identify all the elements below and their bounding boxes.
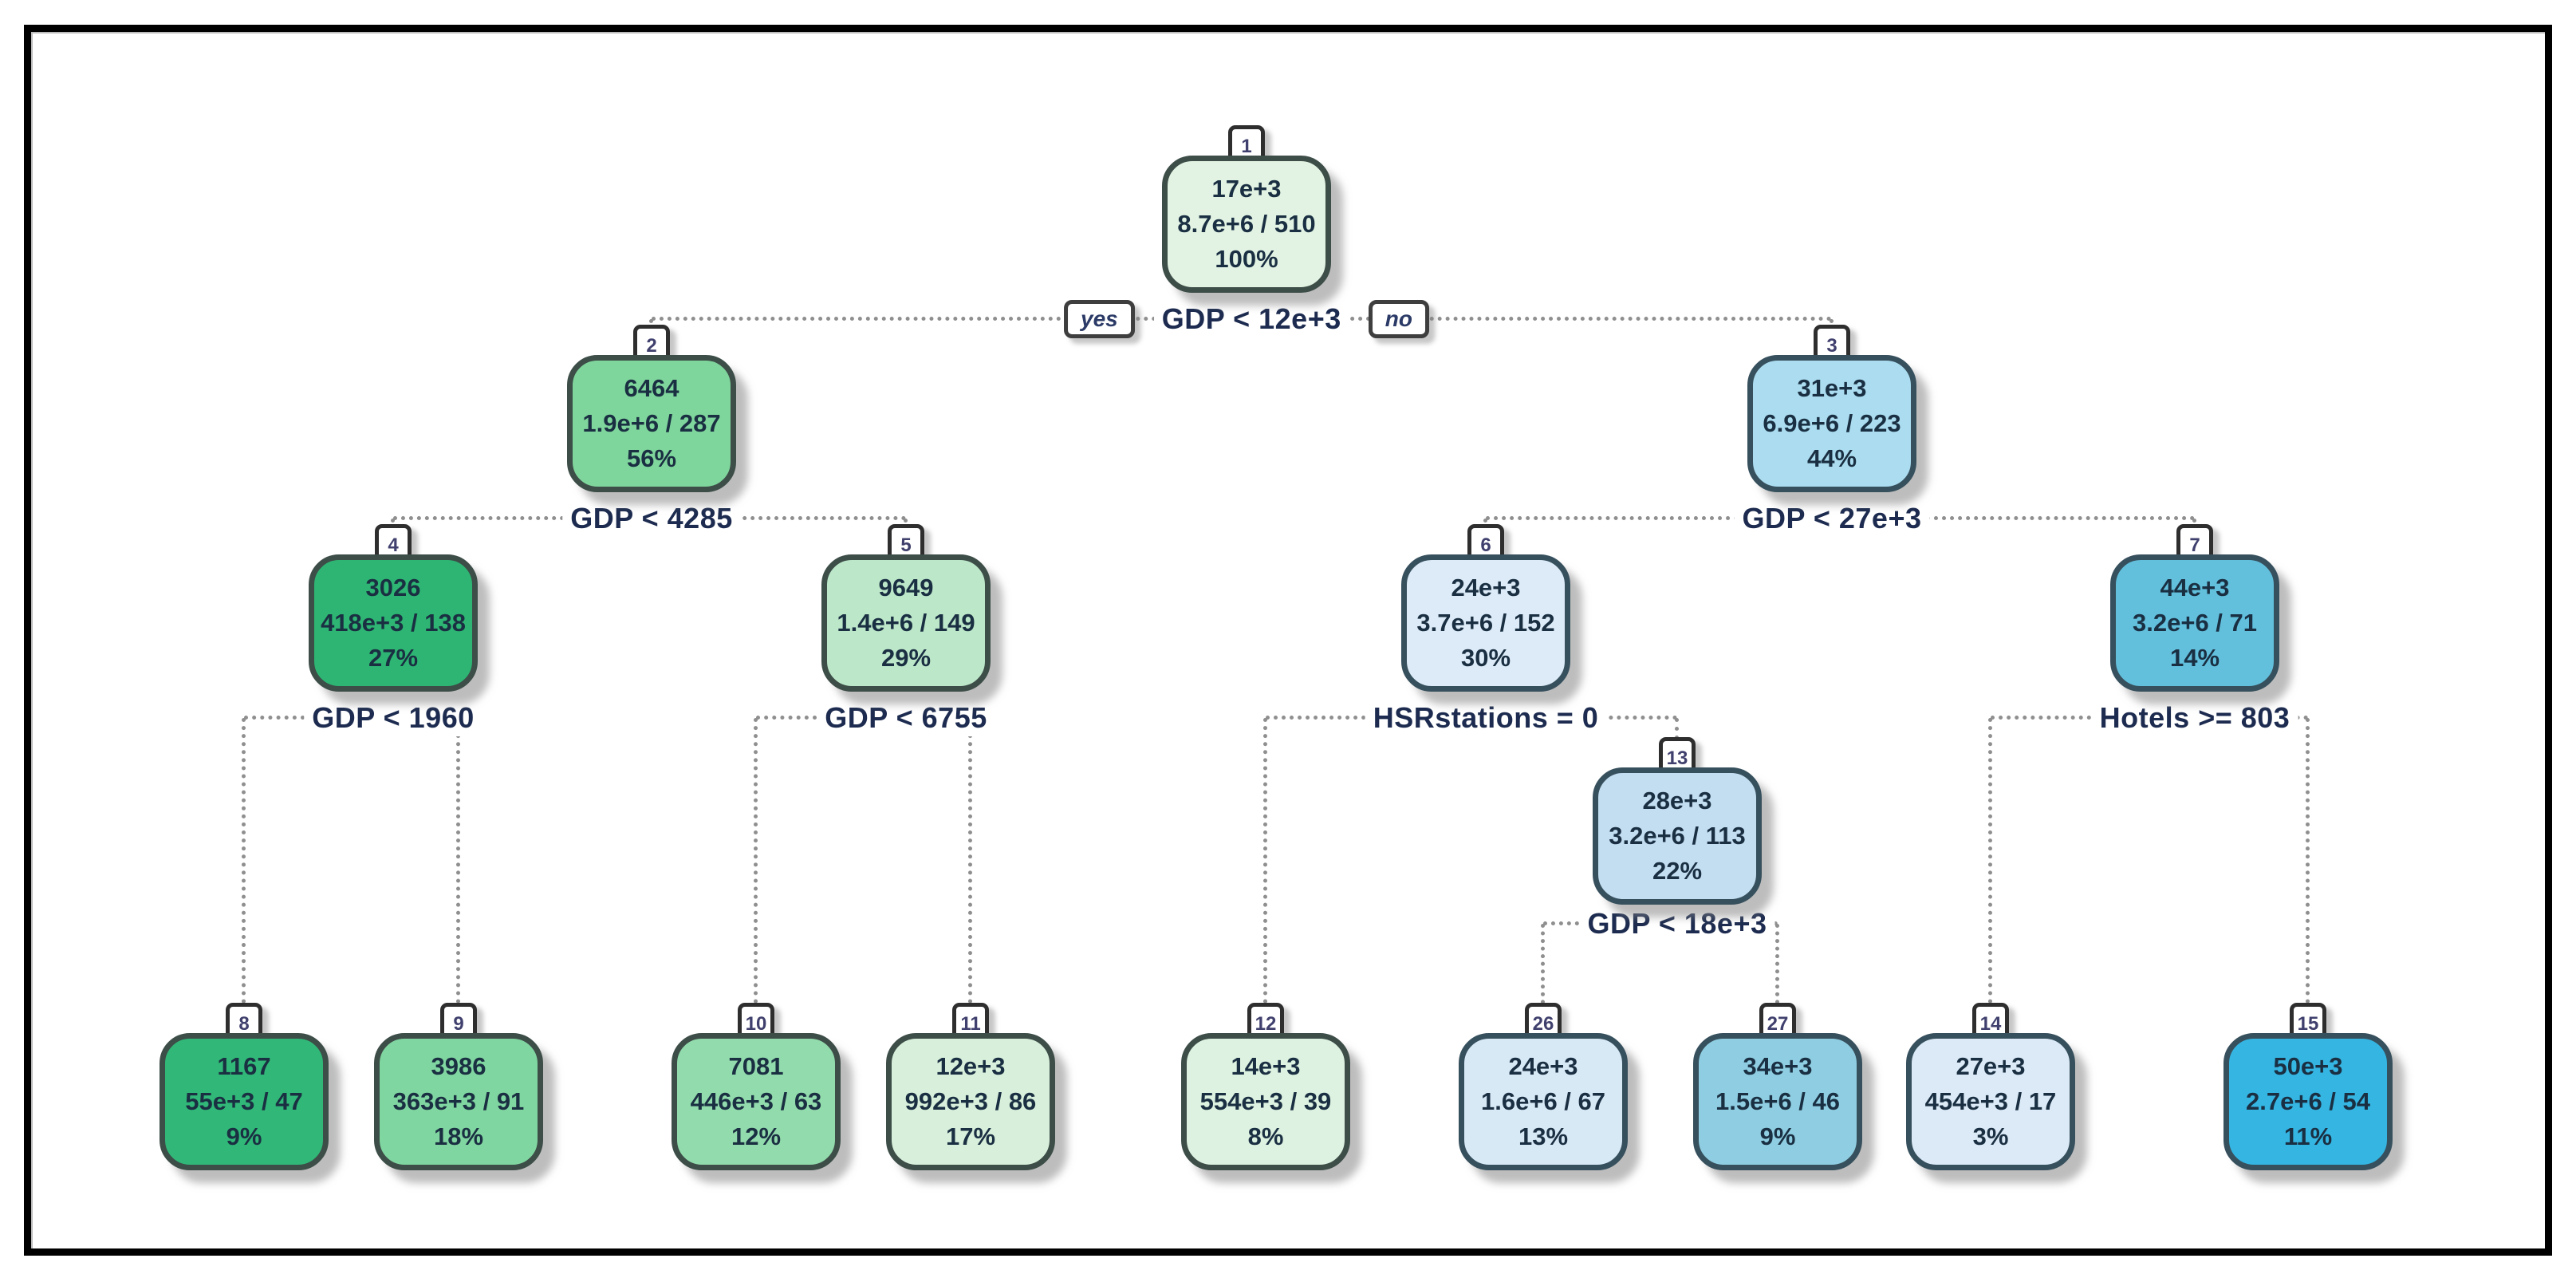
branch-line-vertical [754,718,758,1012]
node-deviance-count: 1.6e+6 / 67 [1481,1087,1605,1115]
branch-line-vertical [1263,718,1267,1012]
node-fitted-value: 14e+3 [1231,1051,1301,1080]
node-fitted-value: 1167 [217,1051,271,1080]
split-rule: Hotels >= 803 [2091,700,2298,736]
node-deviance-count: 2.7e+6 / 54 [2246,1087,2370,1115]
node-percentage: 13% [1518,1122,1569,1150]
tree-node: 9649 1.4e+6 / 149 29% [821,554,991,692]
node-deviance-count: 3.2e+6 / 113 [1609,821,1746,850]
node-percentage: 100% [1215,245,1278,273]
node-deviance-count: 3.7e+6 / 152 [1416,608,1555,637]
branch-line-vertical [242,718,246,1012]
node-fitted-value: 3026 [365,573,421,602]
split-condition-label: GDP < 27e+3 [1734,500,1930,537]
node-percentage: 18% [433,1122,484,1150]
split-rule: GDP < 6755 [817,700,995,736]
yes-branch-badge: yes [1064,300,1135,338]
branch-line-vertical [1775,924,1779,1012]
node-fitted-value: 24e+3 [1451,573,1521,602]
node-deviance-count: 446e+3 / 63 [690,1087,822,1115]
split-rule: GDP < 1960 [304,700,483,736]
node-fitted-value: 3986 [431,1051,486,1080]
tree-node: 28e+3 3.2e+6 / 113 22% [1593,767,1762,905]
node-fitted-value: 6464 [624,373,679,402]
tree-node: 27e+3 454e+3 / 17 3% [1906,1033,2075,1170]
tree-node: 34e+3 1.5e+6 / 46 9% [1693,1033,1862,1170]
tree-node: 6464 1.9e+6 / 287 56% [567,355,736,492]
branch-line-vertical [1988,718,1992,1012]
split-condition-label: GDP < 4285 [562,500,741,537]
split-rule: GDP < 27e+3 [1734,500,1930,537]
branch-line-vertical [2306,718,2310,1012]
node-fitted-value: 7081 [728,1051,784,1080]
node-fitted-value: 31e+3 [1797,373,1867,402]
tree-node: 50e+3 2.7e+6 / 54 11% [2223,1033,2393,1170]
node-deviance-count: 1.5e+6 / 46 [1715,1087,1840,1115]
node-deviance-count: 363e+3 / 91 [392,1087,525,1115]
split-condition-label: HSRstations = 0 [1365,700,1607,736]
node-percentage: 3% [1972,1122,2009,1150]
branch-line-vertical [968,718,972,1012]
split-condition-label: Hotels >= 803 [2091,700,2298,736]
node-percentage: 29% [880,644,932,672]
node-percentage: 11% [2283,1122,2333,1150]
tree-node: 7081 446e+3 / 63 12% [672,1033,841,1170]
node-percentage: 9% [226,1122,262,1150]
tree-node: 24e+3 1.6e+6 / 67 13% [1459,1033,1628,1170]
node-percentage: 9% [1759,1122,1796,1150]
plot-frame [24,25,2552,1256]
branch-line-vertical [456,718,460,1012]
node-percentage: 27% [368,644,419,672]
tree-node: 3026 418e+3 / 138 27% [309,554,478,692]
node-percentage: 8% [1247,1122,1284,1150]
node-deviance-count: 992e+3 / 86 [904,1087,1037,1115]
node-fitted-value: 44e+3 [2160,573,2230,602]
no-branch-badge: no [1368,300,1429,338]
node-fitted-value: 28e+3 [1642,786,1712,815]
node-fitted-value: 27e+3 [1956,1051,2026,1080]
node-fitted-value: 12e+3 [935,1051,1006,1080]
split-rule: HSRstations = 0 [1365,700,1607,736]
node-fitted-value: 17e+3 [1211,174,1282,203]
node-number-tag: 10 [738,1003,774,1046]
branch-line-vertical [1541,924,1545,1012]
node-deviance-count: 1.4e+6 / 149 [837,608,975,637]
node-deviance-count: 3.2e+6 / 71 [2133,608,2257,637]
tree-node: 17e+3 8.7e+6 / 510 100% [1162,156,1331,293]
tree-node: 14e+3 554e+3 / 39 8% [1181,1033,1350,1170]
node-fitted-value: 34e+3 [1743,1051,1813,1080]
node-deviance-count: 1.9e+6 / 287 [582,408,721,437]
tree-node: 1167 55e+3 / 47 9% [160,1033,329,1170]
split-rule: GDP < 18e+3 [1579,905,1775,942]
node-percentage: 22% [1652,857,1703,885]
node-fitted-value: 24e+3 [1508,1051,1578,1080]
split-rule: GDP < 4285 [562,500,741,537]
node-deviance-count: 454e+3 / 17 [1924,1087,2057,1115]
node-percentage: 44% [1806,444,1857,472]
node-deviance-count: 8.7e+6 / 510 [1177,209,1316,238]
node-deviance-count: 6.9e+6 / 223 [1763,408,1901,437]
node-fitted-value: 50e+3 [2273,1051,2343,1080]
branch-line-vertical [1675,718,1679,748]
split-condition-label: GDP < 18e+3 [1579,905,1775,942]
node-percentage: 12% [731,1122,782,1150]
node-percentage: 17% [945,1122,996,1150]
split-condition-label: GDP < 1960 [304,700,483,736]
node-deviance-count: 418e+3 / 138 [321,608,466,637]
node-fitted-value: 9649 [878,573,934,602]
tree-node: 31e+3 6.9e+6 / 223 44% [1747,355,1916,492]
tree-node: 44e+3 3.2e+6 / 71 14% [2110,554,2279,692]
tree-node: 3986 363e+3 / 91 18% [374,1033,543,1170]
node-percentage: 30% [1460,644,1511,672]
tree-node: 24e+3 3.7e+6 / 152 30% [1401,554,1570,692]
split-condition-label: GDP < 6755 [817,700,995,736]
split-condition-label: GDP < 12e+3 [1153,301,1349,337]
node-percentage: 14% [2169,644,2220,672]
split-rule: yes GDP < 12e+3 no [1064,300,1429,338]
tree-node: 12e+3 992e+3 / 86 17% [886,1033,1055,1170]
node-percentage: 56% [626,444,677,472]
node-deviance-count: 55e+3 / 47 [185,1087,303,1115]
node-deviance-count: 554e+3 / 39 [1199,1087,1332,1115]
